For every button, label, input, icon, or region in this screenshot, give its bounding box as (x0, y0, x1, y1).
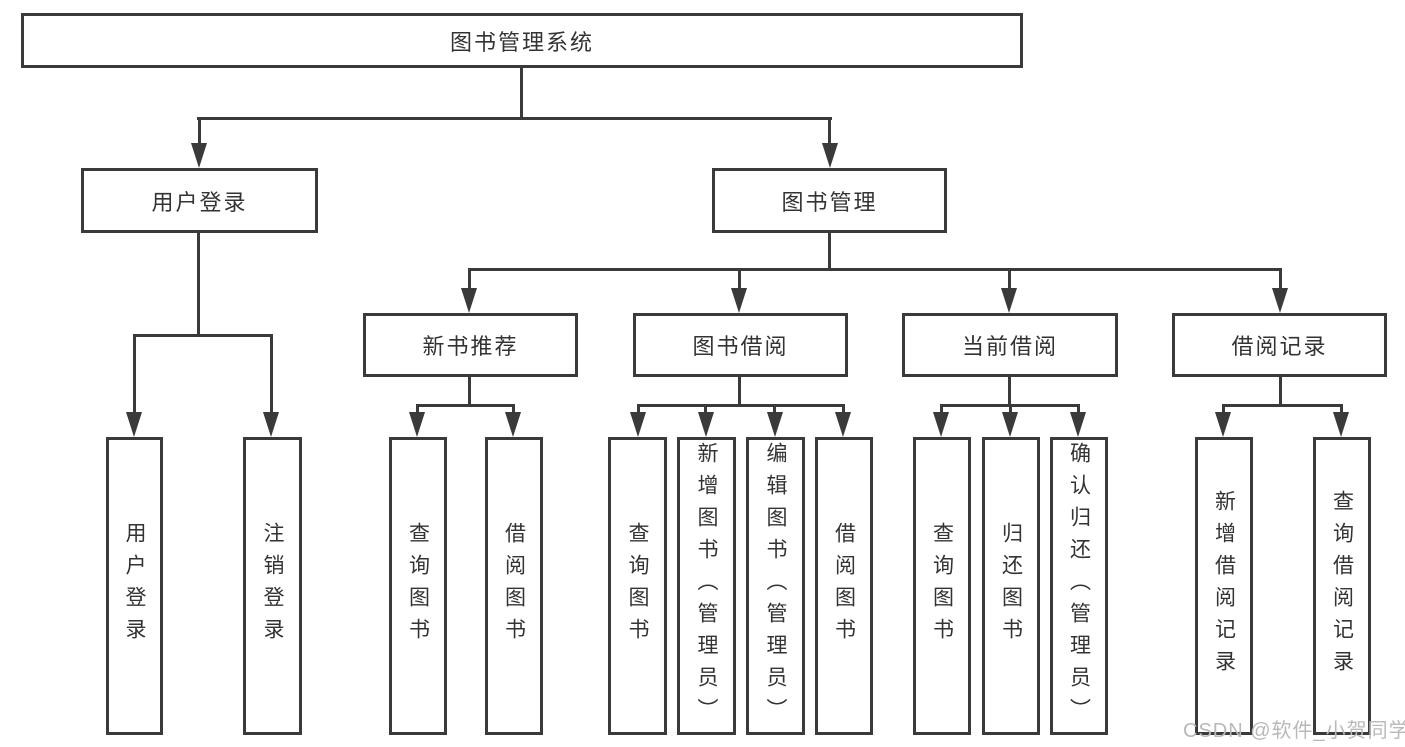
node-label: 借阅图书 (502, 522, 526, 650)
leaf-records-add-borrow-record: 新增借阅记录 (1195, 437, 1253, 735)
node-book-borrowing: 图书借阅 (633, 313, 848, 377)
connector (637, 404, 845, 407)
leaf-logout-login: 注销登录 (243, 437, 302, 735)
arrowhead-icon (1001, 288, 1017, 313)
arrowhead-icon (505, 412, 521, 437)
node-book-management: 图书管理 (712, 168, 947, 233)
connector (197, 233, 200, 336)
node-new-book-recommendation: 新书推荐 (363, 313, 578, 377)
leaf-current-query-books: 查询图书 (913, 437, 971, 735)
node-label: 当前借阅 (961, 334, 1058, 359)
arrowhead-icon (1070, 412, 1086, 437)
leaf-current-return-books: 归还图书 (982, 437, 1040, 735)
arrowhead-icon (126, 412, 142, 437)
node-library-management-system: 图书管理系统 (21, 13, 1023, 68)
node-user-login: 用户登录 (81, 168, 318, 233)
connector (828, 117, 831, 147)
leaf-recommend-query-books: 查询图书 (389, 437, 447, 735)
connector (1279, 268, 1282, 290)
node-label: 用户登录 (123, 522, 146, 650)
arrowhead-icon (263, 412, 279, 437)
connector (468, 268, 1282, 271)
arrowhead-icon (191, 143, 207, 168)
node-label: 新增图书（管理员） (695, 442, 718, 730)
connector (197, 117, 832, 120)
connector (270, 334, 273, 414)
leaf-records-query-borrow-record: 查询借阅记录 (1313, 437, 1371, 735)
csdn-watermark: CSDN @软件_小贺同学 (1183, 720, 1405, 742)
arrowhead-icon (1333, 412, 1349, 437)
connector (1279, 377, 1282, 406)
connector (773, 404, 776, 416)
connector (198, 117, 201, 147)
connector (468, 377, 471, 406)
node-label: 用户登录 (151, 189, 248, 215)
connector (416, 404, 419, 416)
connector (1009, 404, 1012, 416)
arrowhead-icon (822, 143, 838, 168)
node-label: 借阅图书 (832, 522, 856, 650)
connector (1340, 404, 1343, 416)
node-current-borrowing: 当前借阅 (902, 313, 1118, 377)
connector (738, 377, 741, 406)
node-label: 图书借阅 (692, 334, 789, 359)
node-label: 查询图书 (406, 522, 430, 650)
leaf-borrowing-query-books: 查询图书 (608, 437, 667, 735)
connector (1077, 404, 1080, 416)
connector (520, 68, 523, 119)
connector (133, 334, 136, 414)
node-label: 新书推荐 (422, 334, 519, 359)
leaf-recommend-borrow-books: 借阅图书 (485, 437, 543, 735)
connector (738, 268, 741, 290)
node-label: 查询图书 (626, 522, 649, 650)
node-label: 查询借阅记录 (1330, 490, 1354, 682)
arrowhead-icon (698, 412, 714, 437)
node-label: 查询图书 (930, 522, 954, 650)
node-label: 新增借阅记录 (1212, 490, 1236, 682)
connector (468, 268, 471, 290)
arrowhead-icon (461, 288, 477, 313)
connector (512, 404, 515, 416)
leaf-borrowing-add-books-admin: 新增图书（管理员） (677, 437, 736, 735)
leaf-current-confirm-return-admin: 确认归还（管理员） (1050, 437, 1108, 735)
node-label: 确认归还（管理员） (1067, 442, 1091, 730)
node-label: 图书管理系统 (449, 29, 594, 55)
leaf-borrowing-borrow-books: 借阅图书 (815, 437, 873, 735)
node-label: 注销登录 (261, 522, 284, 650)
arrowhead-icon (933, 412, 949, 437)
arrowhead-icon (835, 412, 851, 437)
node-label: 编辑图书（管理员） (764, 442, 787, 730)
leaf-borrowing-edit-books-admin: 编辑图书（管理员） (746, 437, 805, 735)
connector (1008, 377, 1011, 406)
connector (828, 233, 831, 270)
connector (1222, 404, 1343, 407)
connector (1222, 404, 1225, 416)
arrowhead-icon (630, 412, 646, 437)
arrowhead-icon (1002, 412, 1018, 437)
arrowhead-icon (767, 412, 783, 437)
node-label: 图书管理 (781, 189, 878, 215)
arrowhead-icon (1272, 288, 1288, 313)
connector (842, 404, 845, 416)
connector (637, 404, 640, 416)
node-label: 归还图书 (999, 522, 1023, 650)
connector (1008, 268, 1011, 290)
node-borrowing-records: 借阅记录 (1172, 313, 1387, 377)
arrowhead-icon (1215, 412, 1231, 437)
connector (940, 404, 943, 416)
connector (416, 404, 515, 407)
connector (133, 334, 272, 337)
arrowhead-icon (731, 288, 747, 313)
node-label: 借阅记录 (1231, 334, 1328, 359)
arrowhead-icon (409, 412, 425, 437)
connector (704, 404, 707, 416)
leaf-user-login: 用户登录 (106, 437, 163, 735)
